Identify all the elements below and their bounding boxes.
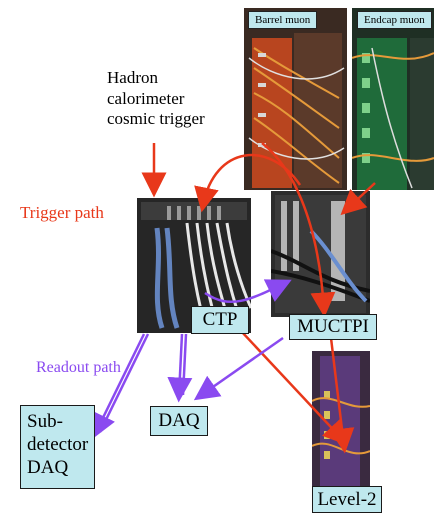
ctp-to-subdet-arrow-b (98, 333, 150, 433)
level2-box: Level-2 (312, 486, 382, 513)
ctp-box: CTP (191, 306, 249, 334)
endcap-muon-photo (352, 8, 434, 190)
hadron-trigger-label: Hadron calorimeter cosmic trigger (107, 68, 205, 129)
ctp-to-muctpi-arrow (204, 279, 292, 303)
ctp-to-subdet-arrow-a (92, 333, 146, 439)
barrel-muon-label: Barrel muon (248, 11, 318, 29)
ctp-to-daq-arrow-b (181, 333, 188, 396)
barrel-muon-photo (244, 8, 347, 190)
ctp-to-daq-arrow-a (167, 333, 193, 403)
muctpi-to-daq-arrow (193, 336, 284, 401)
endcap-muon-label: Endcap muon (357, 11, 432, 29)
trigger-path-label: Trigger path (20, 203, 104, 222)
muctpi-to-level2-arrow (329, 337, 355, 454)
daq-box: DAQ (150, 406, 208, 436)
ctp-to-level2-arrow (226, 315, 349, 446)
muctpi-box: MUCTPI (289, 314, 377, 340)
endcap-to-muctpi-arrow (340, 182, 376, 216)
barrel-to-muctpi-arrow (261, 142, 336, 318)
muctpi-to-ctp-arrow (194, 153, 302, 213)
readout-path-label: Readout path (36, 359, 121, 376)
subdetector-daq-box: Sub- detector DAQ (20, 405, 95, 489)
